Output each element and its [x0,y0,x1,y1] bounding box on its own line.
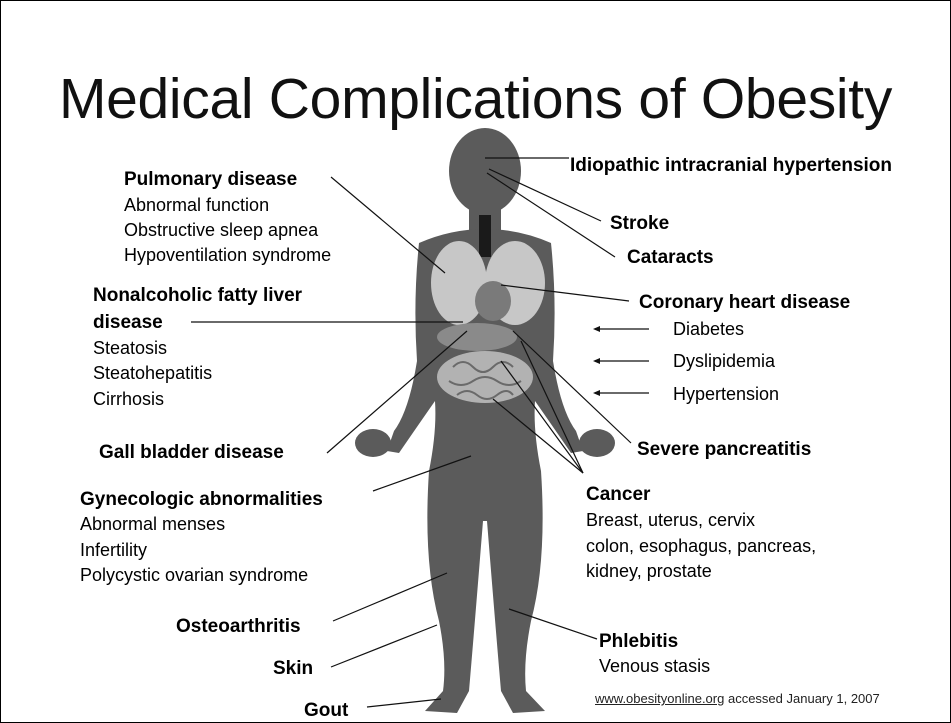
source-link[interactable]: www.obesityonline.org [595,691,724,706]
liver-item: Steatosis [93,338,167,359]
iih-label: Idiopathic intracranial hypertension [570,155,892,176]
stroke-label: Stroke [610,213,669,234]
arrowheads [593,326,600,396]
gynecologic-item: Abnormal menses [80,514,225,535]
gynecologic-item: Infertility [80,540,147,561]
pulmonary-item: Obstructive sleep apnea [124,220,318,241]
risk-factor: Diabetes [673,319,744,340]
phlebitis-heading: Phlebitis [599,631,678,652]
gout-label: Gout [304,700,348,721]
gallbladder-label: Gall bladder disease [99,442,284,463]
osteoarthritis-label: Osteoarthritis [176,616,301,637]
trachea [479,215,491,257]
risk-factor: Hypertension [673,384,779,405]
liver-item: Steatohepatitis [93,363,212,384]
phlebitis-item: Venous stasis [599,656,710,677]
cataracts-label: Cataracts [627,247,714,268]
liver-heading-2: disease [93,312,163,333]
coronary-label: Coronary heart disease [639,292,850,313]
pulmonary-item: Abnormal function [124,195,269,216]
skin-label: Skin [273,658,313,679]
pancreatitis-label: Severe pancreatitis [637,439,811,460]
source-citation: www.obesityonline.org accessed January 1… [595,691,880,706]
source-text: accessed January 1, 2007 [724,691,879,706]
cancer-item: Breast, uterus, cervix [586,510,755,531]
heart [475,281,511,321]
cancer-item: kidney, prostate [586,561,712,582]
pulmonary-item: Hypoventilation syndrome [124,245,331,266]
page-title: Medical Complications of Obesity [1,67,950,131]
cancer-item: colon, esophagus, pancreas, [586,536,816,557]
gynecologic-item: Polycystic ovarian syndrome [80,565,308,586]
cancer-heading: Cancer [586,484,650,505]
gynecologic-heading: Gynecologic abnormalities [80,489,323,510]
liver-heading: Nonalcoholic fatty liver [93,285,302,306]
liver-item: Cirrhosis [93,389,164,410]
pulmonary-heading: Pulmonary disease [124,169,297,190]
risk-factor: Dyslipidemia [673,351,775,372]
